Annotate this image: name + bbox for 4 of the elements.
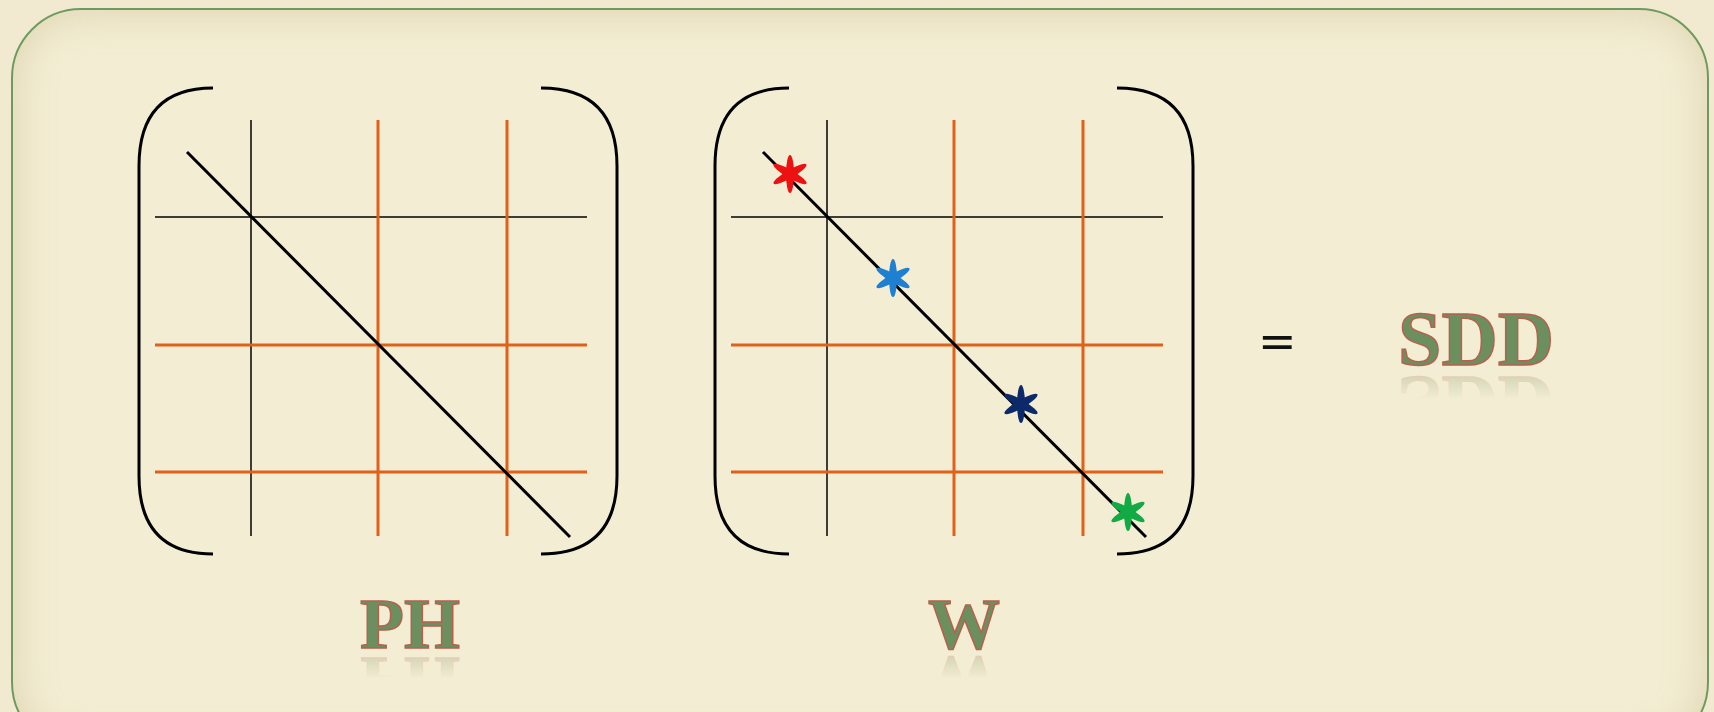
matrix-label: W	[928, 588, 1000, 660]
matrix-label: PH	[360, 588, 460, 660]
result-label: SDD	[1398, 300, 1555, 378]
equals-sign: =	[1258, 318, 1297, 364]
